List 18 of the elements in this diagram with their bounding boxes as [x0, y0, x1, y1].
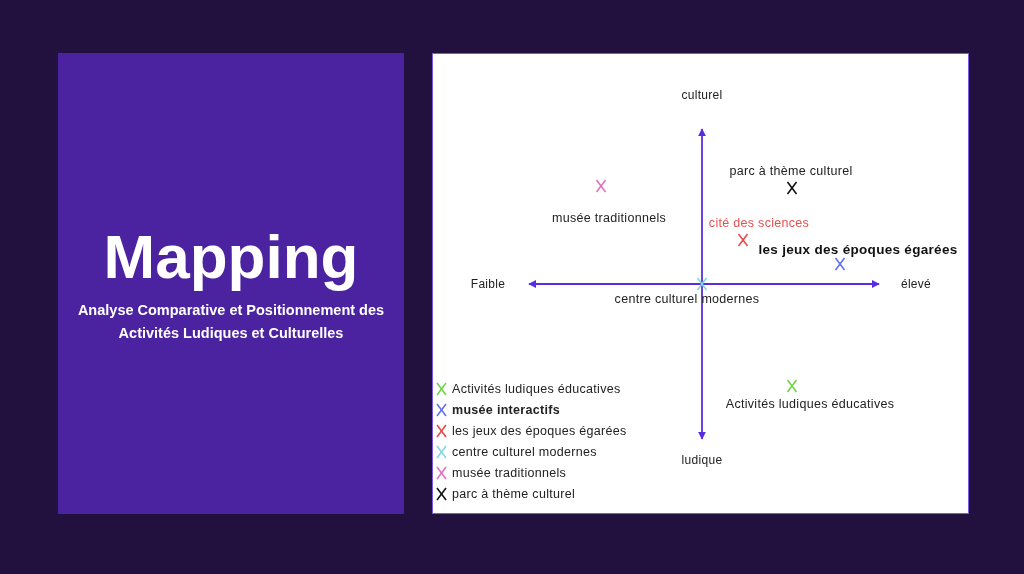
title-panel — [58, 53, 404, 514]
legend-label: les jeux des époques égarées — [452, 423, 627, 438]
legend-label: musée interactifs — [452, 402, 560, 417]
point-label: ludique — [681, 453, 723, 467]
point-label: Activités ludiques éducatives — [725, 397, 895, 411]
legend-label: parc à thème culturel — [452, 486, 576, 501]
subtitle: Analyse Comparative et Positionnement des Activités Ludiques et Culturelles — [76, 301, 386, 343]
title: Mapping — [103, 222, 359, 292]
legend-label: Activités ludiques éducatives — [452, 381, 621, 396]
point-label: culturel — [681, 88, 723, 102]
point-label: élevé — [900, 277, 932, 291]
point-label: les jeux des époques égarées — [758, 241, 958, 257]
point-label: cité des sciences — [708, 216, 810, 230]
legend-label: musée traditionnels — [452, 465, 567, 480]
point-label: Faible — [470, 277, 506, 291]
point-label: musée traditionnels — [551, 211, 667, 225]
point-label: parc à thème culturel — [729, 164, 853, 178]
legend-label: centre culturel modernes — [452, 444, 597, 459]
